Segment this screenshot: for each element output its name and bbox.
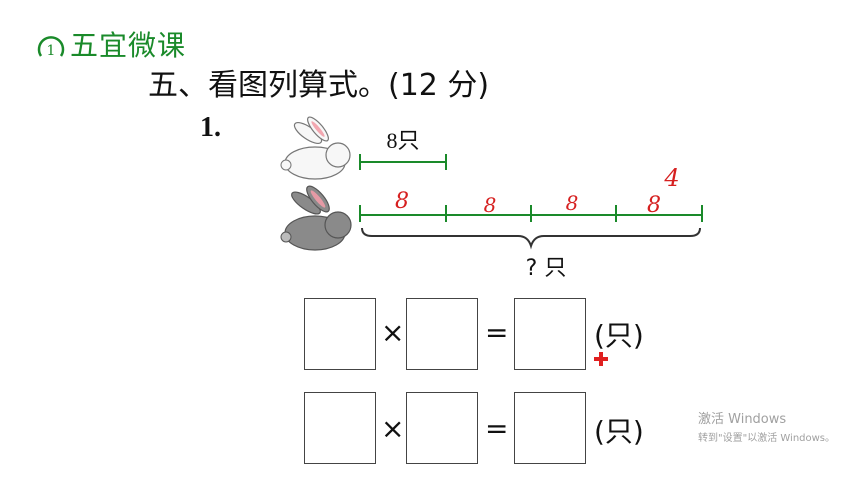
watermark-line-2: 转到"设置"以激活 Windows。 — [698, 433, 836, 444]
answer-box-6[interactable] — [514, 392, 586, 464]
segment-value-2: 8 — [484, 193, 497, 217]
annotation-four: 4 — [663, 164, 679, 192]
segment-value-3: 8 — [566, 191, 579, 215]
unit-label-1: (只) — [594, 319, 644, 352]
grey-rabbit-segment — [359, 205, 703, 222]
times-sign-1: × — [381, 316, 405, 349]
activation-watermark: 激活 Windows 转到"设置"以激活 Windows。 — [698, 408, 835, 444]
segment-value-4: 8 — [647, 193, 661, 218]
equals-sign-1: = — [485, 316, 509, 349]
answer-box-2[interactable] — [406, 298, 478, 370]
watermark-line-1: 激活 Windows — [698, 412, 787, 427]
white-rabbit-icon — [280, 116, 351, 180]
question-label: ? 只 — [526, 256, 567, 281]
unit-label-2: (只) — [594, 415, 644, 448]
rabbit-diagram: 8只 4 8 8 8 8 ? 只 — [280, 116, 703, 281]
answer-box-4[interactable] — [304, 392, 376, 464]
pen-cursor-icon — [594, 352, 608, 366]
answer-box-5[interactable] — [406, 392, 478, 464]
white-rabbit-segment — [359, 154, 447, 170]
brand-logo-icon: 1 — [37, 36, 65, 59]
item-number: 1. — [200, 112, 221, 143]
times-sign-2: × — [381, 412, 405, 445]
grey-rabbit-icon — [280, 185, 352, 251]
total-brace — [361, 227, 701, 250]
answer-box-3[interactable] — [514, 298, 586, 370]
segment-value-1: 8 — [395, 189, 409, 214]
answer-box-1[interactable] — [304, 298, 376, 370]
brand-name: 五宜微课 — [70, 29, 187, 62]
brand-number: 1 — [47, 43, 56, 59]
top-label: 8只 — [386, 128, 419, 153]
question-title: 五、看图列算式。(12 分) — [148, 68, 490, 103]
equals-sign-2: = — [485, 412, 509, 445]
